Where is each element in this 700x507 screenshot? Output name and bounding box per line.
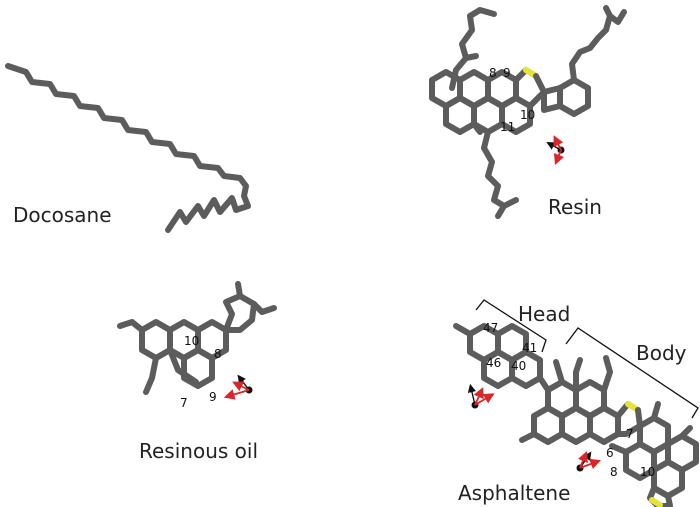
body-bracket: [565, 327, 699, 419]
resinous-oil-atom-label: 8: [214, 347, 222, 361]
asphaltene-label: Asphaltene: [458, 481, 570, 505]
orientation-axes-icon: [467, 383, 495, 409]
orientation-axes-icon: [223, 374, 253, 400]
asphaltene-body-atom-label: 10: [640, 465, 655, 479]
asphaltene-body-atom-label: 7: [626, 427, 634, 441]
resin-atom-label: 8: [489, 66, 497, 80]
asphaltene-body-atom-label: 6: [606, 446, 614, 460]
asphaltene-head-atom-label: 46: [486, 356, 501, 370]
orientation-axes-icon: [546, 135, 565, 166]
asphaltene-head-atom-label: 47: [483, 321, 498, 335]
resin-atom-label: 11: [500, 120, 515, 134]
resinous-oil-atom-label: 7: [180, 396, 188, 410]
head-bracket: [475, 299, 547, 353]
resin-molecule: 8 9 10 11 Resin: [429, 5, 627, 219]
resin-label: Resin: [548, 195, 602, 219]
asphaltene-head-atom-label: 41: [522, 341, 537, 355]
asphaltene-molecule: 47 41 46 40 7 6 8 10 Head Body Asphalten…: [453, 299, 699, 507]
asphaltene-body-atom-label: 8: [610, 465, 618, 479]
asphaltene-head-atom-label: 40: [511, 359, 526, 373]
orientation-axes-icon: [576, 451, 602, 472]
docosane-label: Docosane: [13, 203, 112, 227]
resinous-oil-molecule: 10 8 7 9 Resinous oil: [117, 281, 277, 463]
docosane-molecule: Docosane: [5, 63, 251, 233]
resin-atom-label: 9: [503, 66, 511, 80]
resinous-oil-label: Resinous oil: [139, 439, 258, 463]
body-label: Body: [636, 341, 687, 365]
head-label: Head: [518, 302, 570, 326]
resinous-oil-atom-label: 9: [209, 390, 217, 404]
resinous-oil-atom-label: 10: [184, 334, 199, 348]
resin-atom-label: 10: [520, 108, 535, 122]
